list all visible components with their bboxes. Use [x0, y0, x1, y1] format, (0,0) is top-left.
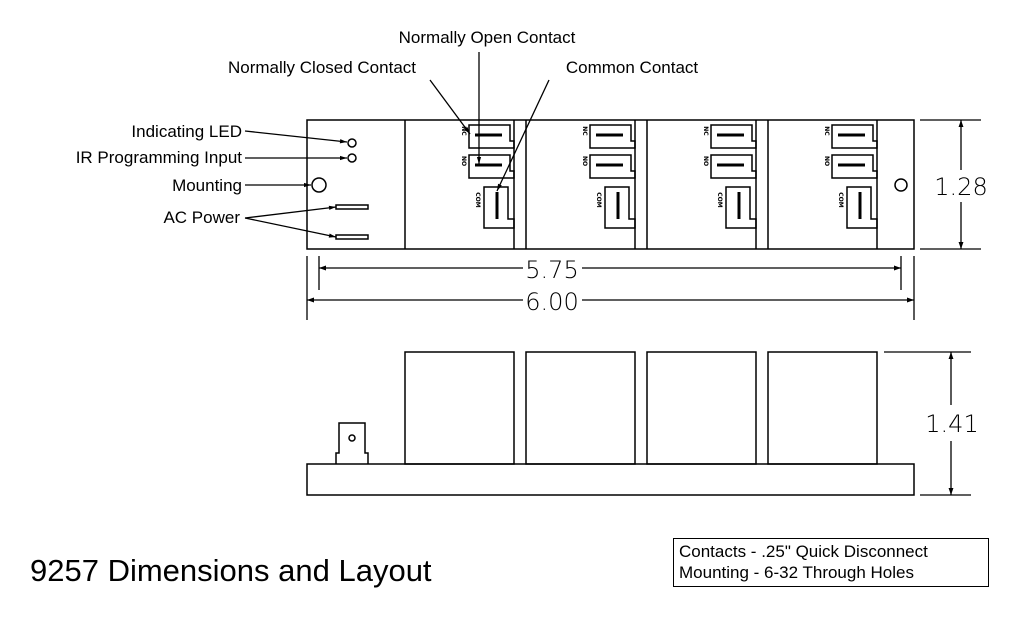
dim-height-top: 1.28	[934, 173, 987, 201]
left-callouts: Indicating LED IR Programming Input Moun…	[76, 122, 348, 238]
nc-terminal	[589, 124, 636, 149]
no-terminal	[468, 154, 515, 179]
height-dimension-top	[920, 119, 981, 250]
ac-power-terminal-1	[335, 204, 369, 210]
relay-top-1: NC NO COM	[460, 120, 527, 249]
relay-side-4	[767, 351, 878, 465]
power-module	[311, 138, 908, 240]
callout-normally-closed: Normally Closed Contact	[228, 58, 416, 77]
relay-top-4: NC NO COM	[823, 120, 878, 249]
callout-mounting: Mounting	[172, 176, 242, 195]
terminal-label-nc: NC	[460, 126, 467, 136]
no-terminal	[710, 154, 757, 179]
relay-side-2	[525, 351, 636, 465]
height-dimension-side	[884, 351, 971, 496]
no-terminal	[589, 154, 636, 179]
side-view	[306, 351, 915, 496]
callout-normally-open: Normally Open Contact	[399, 28, 576, 47]
callout-ac-power: AC Power	[163, 208, 240, 227]
terminal-label-com: COM	[595, 192, 602, 208]
dim-width-outer: 6.00	[525, 288, 578, 316]
note-mounting: Mounting - 6-32 Through Holes	[679, 563, 914, 582]
nc-terminal	[468, 124, 515, 149]
leader-ac-2	[244, 217, 337, 238]
dim-width-inner: 5.75	[525, 256, 578, 284]
terminal-label-com: COM	[837, 192, 844, 208]
com-terminal	[846, 186, 878, 229]
nc-terminal	[831, 124, 878, 149]
base-plate	[306, 463, 915, 496]
indicating-led	[347, 138, 357, 148]
terminal-label-no: NO	[460, 156, 467, 166]
terminal-label-no: NO	[823, 156, 830, 166]
page-title: 9257 Dimensions and Layout	[30, 553, 432, 588]
dim-height-side: 1.41	[925, 410, 978, 438]
leader-ac-1	[244, 205, 337, 219]
com-terminal	[725, 186, 757, 229]
com-terminal	[483, 186, 515, 229]
callout-common: Common Contact	[566, 58, 699, 77]
relay-top-3: NC NO COM	[702, 120, 769, 249]
leader-normally-closed	[429, 79, 471, 135]
relay-side-3	[646, 351, 757, 465]
terminal-label-com: COM	[716, 192, 723, 208]
note-contacts: Contacts - .25" Quick Disconnect	[679, 542, 928, 561]
leader-led	[244, 130, 348, 144]
terminal-label-nc: NC	[581, 126, 588, 136]
mounting-hole-right	[894, 178, 908, 192]
relay-side-1	[404, 351, 515, 465]
terminal-label-no: NO	[702, 156, 709, 166]
top-view-outline	[306, 119, 915, 250]
no-terminal	[831, 154, 878, 179]
nc-terminal	[710, 124, 757, 149]
ir-programming-input	[347, 153, 357, 163]
mounting-hole-left	[311, 177, 327, 193]
tab-hole	[348, 434, 356, 442]
relay-top-2: NC NO COM	[581, 120, 648, 249]
terminal-label-com: COM	[474, 192, 481, 208]
notes-box: Contacts - .25" Quick Disconnect Mountin…	[673, 538, 989, 587]
com-terminal	[604, 186, 636, 229]
terminal-label-no: NO	[581, 156, 588, 166]
top-view: NC NO COM NC NO COM NC NO COM NC NO COM	[306, 119, 915, 250]
terminal-label-nc: NC	[702, 126, 709, 136]
leader-common	[496, 79, 550, 192]
top-callouts: Normally Open Contact Normally Closed Co…	[228, 28, 699, 192]
width-dimensions	[306, 256, 915, 320]
ac-power-terminal-2	[335, 234, 369, 240]
callout-indicating-led: Indicating LED	[131, 122, 242, 141]
terminal-label-nc: NC	[823, 126, 830, 136]
callout-ir-input: IR Programming Input	[76, 148, 243, 167]
quick-disconnect-tab	[335, 422, 369, 464]
